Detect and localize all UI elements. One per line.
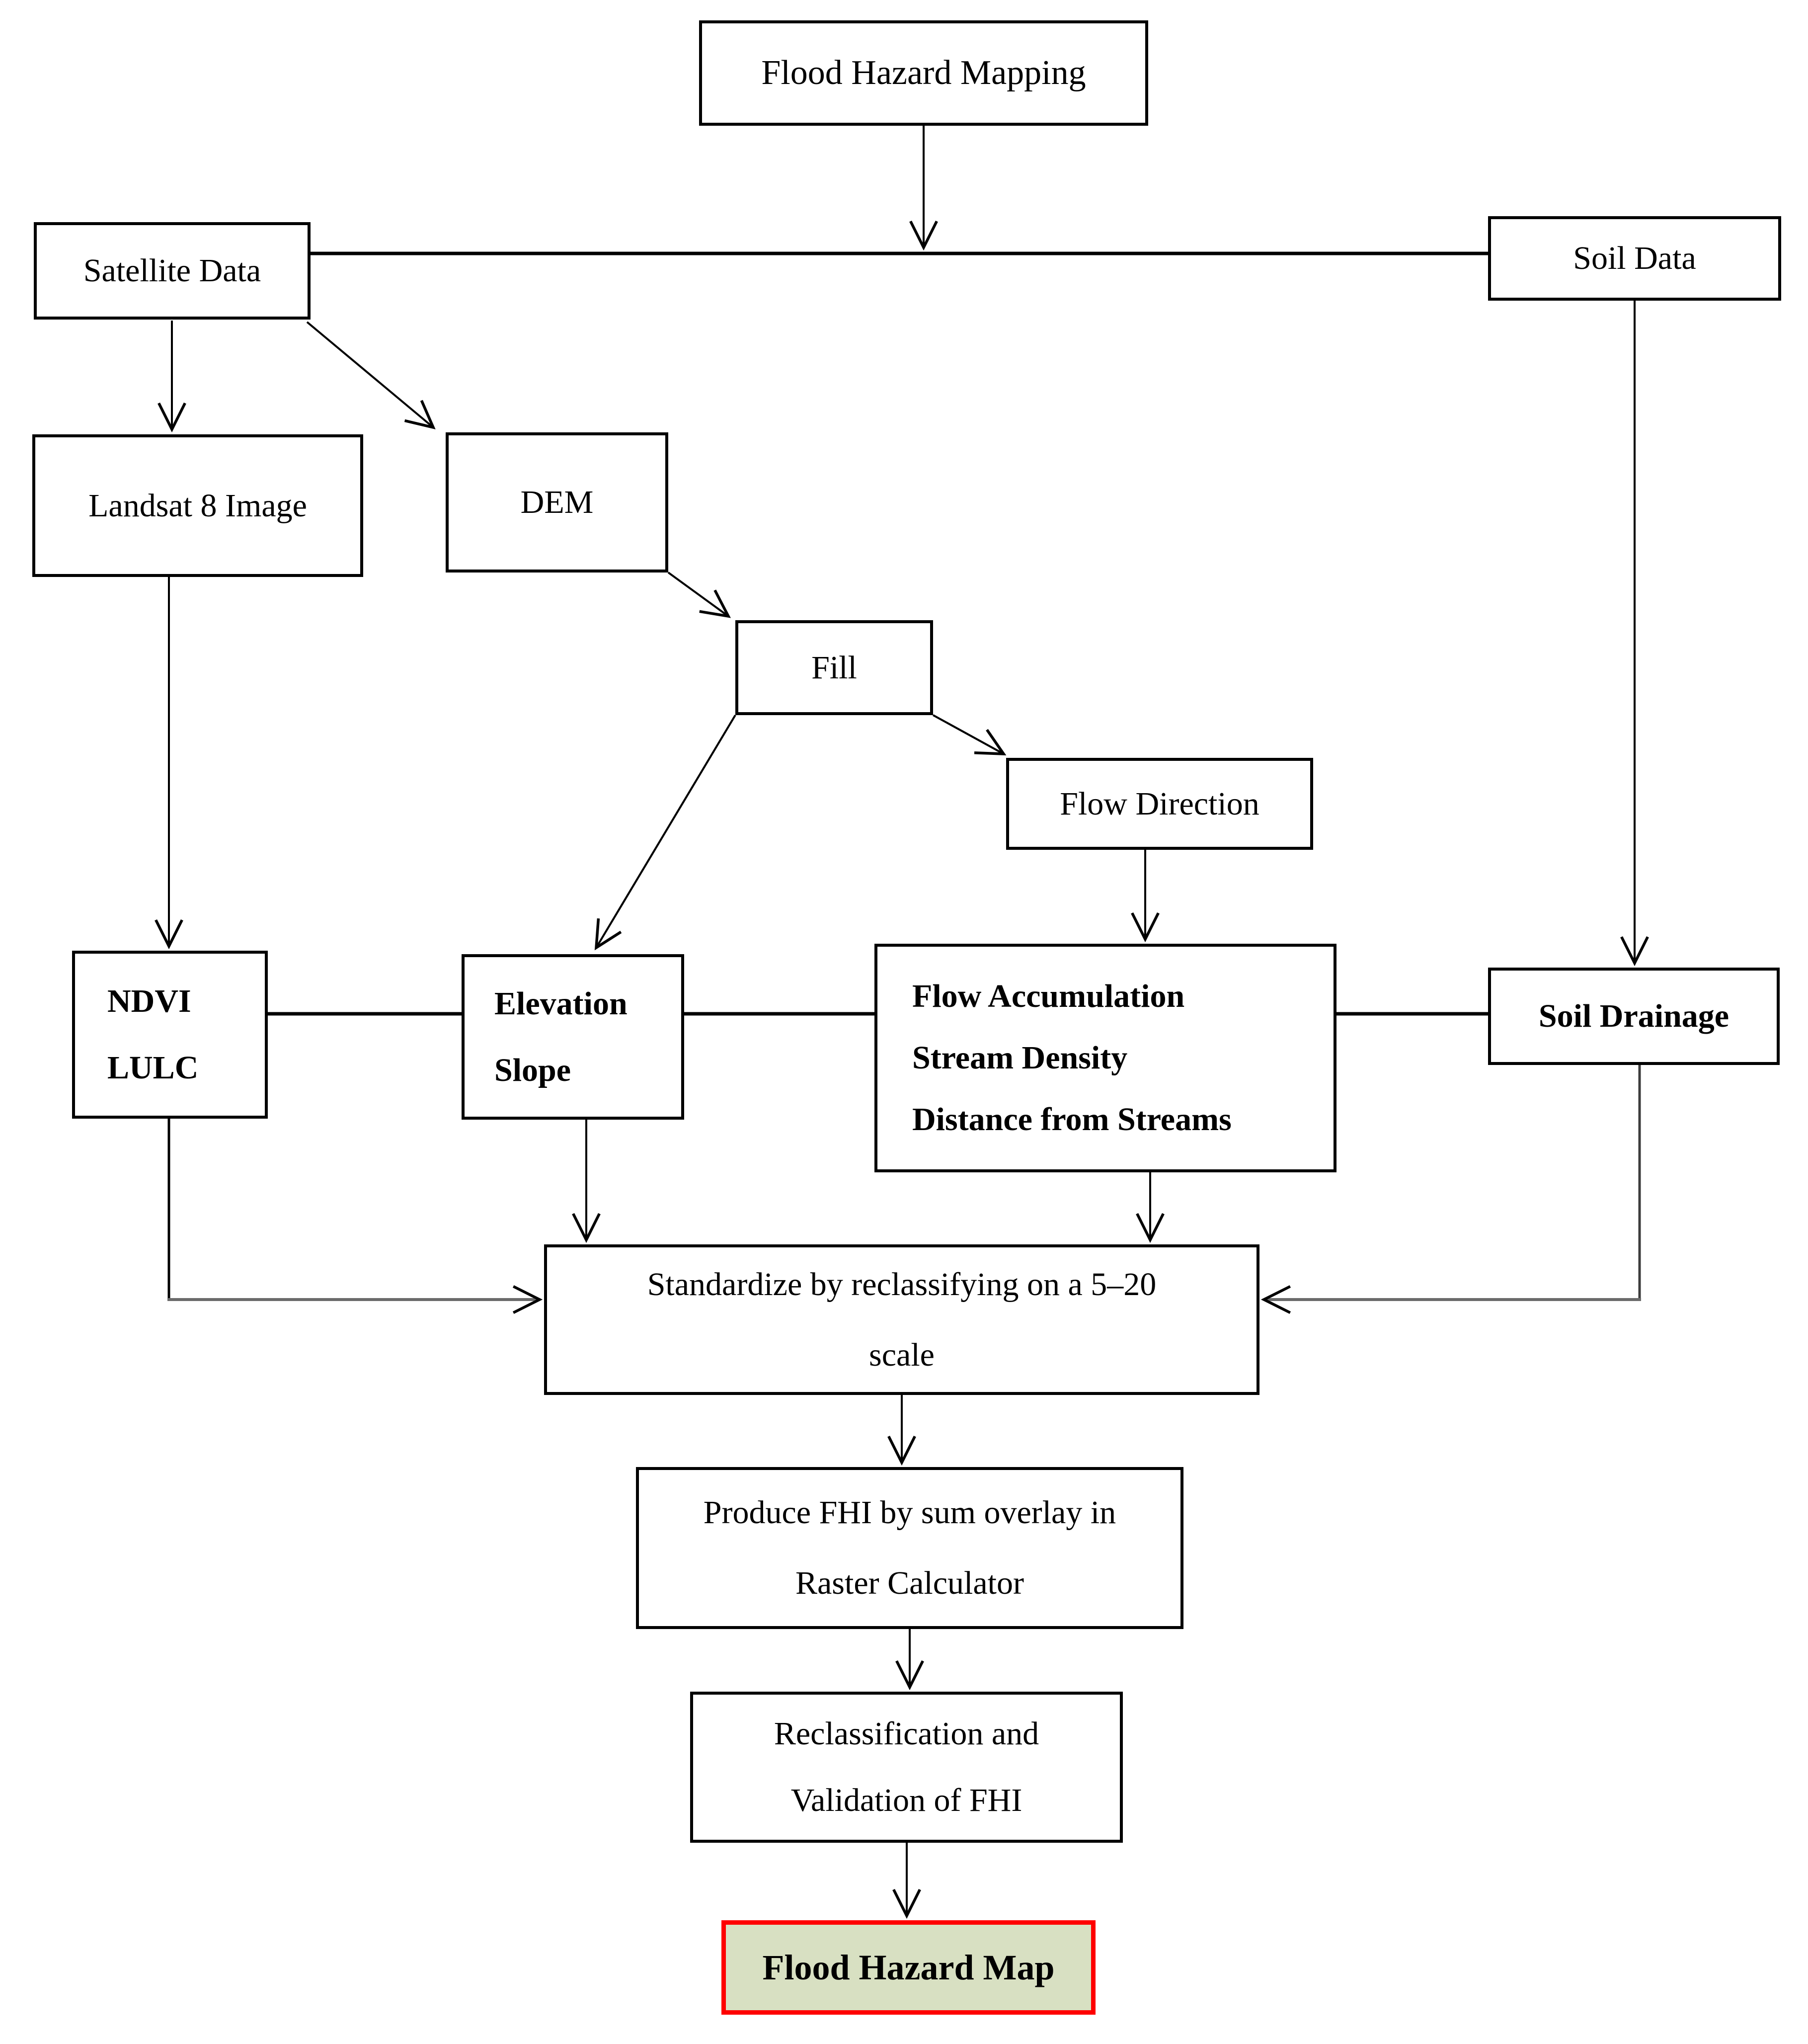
node-label: Soil Data	[1573, 240, 1696, 277]
arrow-fill-to-flowdirection	[933, 714, 1007, 755]
node-flow-direction: Flow Direction	[1006, 758, 1313, 850]
arrow-satellite-to-dem	[306, 321, 436, 429]
node-label-line: Elevation	[494, 985, 628, 1022]
node-label-line: Produce FHI by sum overlay in	[703, 1494, 1116, 1531]
node-label-line: Raster Calculator	[795, 1565, 1024, 1601]
node-soil-data: Soil Data	[1488, 216, 1781, 301]
node-label-line: Reclassification and	[774, 1716, 1039, 1752]
node-standardize-reclassify: Standardize by reclassifying on a 5–20 s…	[544, 1244, 1259, 1395]
node-label-line: Slope	[494, 1052, 571, 1088]
node-label-line: Stream Density	[912, 1040, 1128, 1076]
node-label: Flow Direction	[1060, 785, 1259, 822]
node-label-line: Distance from Streams	[912, 1101, 1232, 1138]
arrow-dem-to-fill	[667, 572, 731, 618]
node-label-line: Flow Accumulation	[912, 978, 1185, 1015]
node-label: Flood Hazard Mapping	[761, 53, 1086, 92]
node-label-line: LULC	[107, 1050, 199, 1086]
node-label: DEM	[520, 484, 594, 521]
node-label: Landsat 8 Image	[88, 487, 307, 524]
node-flood-hazard-mapping: Flood Hazard Mapping	[699, 20, 1148, 126]
node-landsat-8-image: Landsat 8 Image	[32, 434, 363, 577]
node-label: Flood Hazard Map	[762, 1947, 1055, 1987]
node-flood-hazard-map: Flood Hazard Map	[721, 1920, 1096, 2015]
arrow-fill-to-elevation	[594, 714, 736, 951]
node-label-line: NDVI	[107, 983, 191, 1020]
node-label: Fill	[811, 649, 857, 686]
node-label: Soil Drainage	[1538, 998, 1729, 1035]
node-reclassification-validation-fhi: Reclassification and Validation of FHI	[690, 1692, 1123, 1843]
node-elevation-slope: Elevation Slope	[462, 954, 684, 1120]
node-label-line: Validation of FHI	[790, 1782, 1022, 1818]
node-satellite-data: Satellite Data	[34, 222, 311, 320]
node-label: Satellite Data	[83, 252, 261, 289]
node-label-line: Standardize by reclassifying on a 5–20	[647, 1266, 1157, 1303]
node-dem: DEM	[446, 432, 668, 572]
node-flow-accumulation-stream-density-distance: Flow Accumulation Stream Density Distanc…	[874, 944, 1336, 1172]
node-ndvi-lulc: NDVI LULC	[72, 951, 268, 1119]
node-fill: Fill	[735, 620, 933, 715]
node-produce-fhi: Produce FHI by sum overlay in Raster Cal…	[636, 1467, 1183, 1629]
node-soil-drainage: Soil Drainage	[1488, 968, 1780, 1065]
node-label-line: scale	[869, 1336, 935, 1373]
